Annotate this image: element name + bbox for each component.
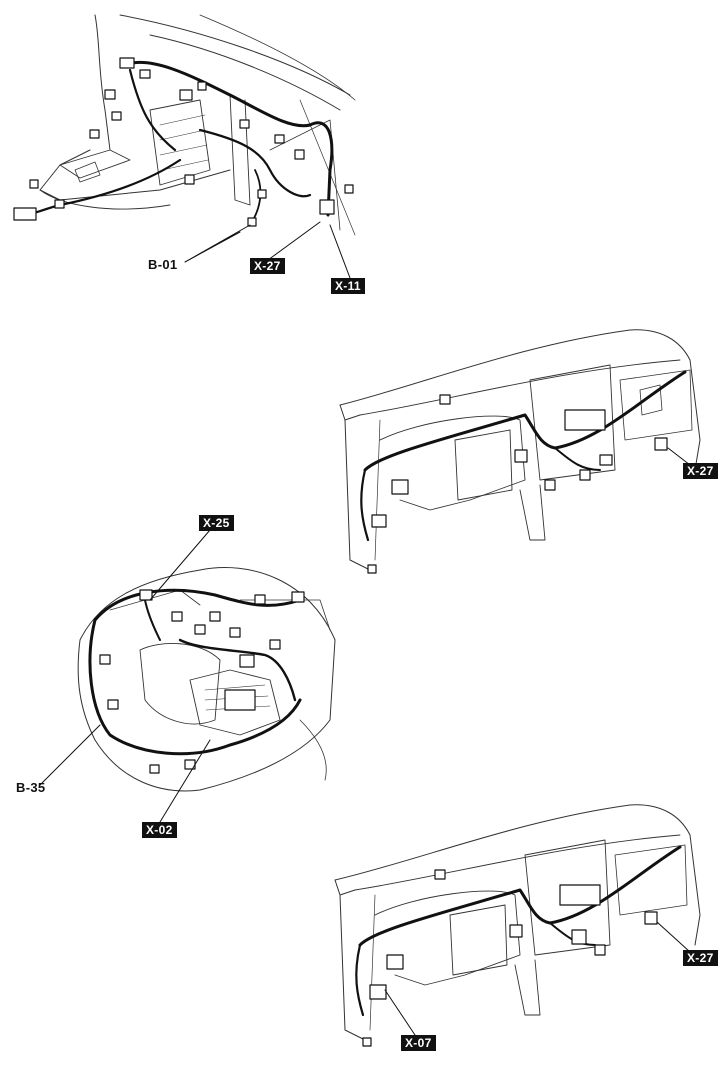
callout-x-02: X-02 [142, 822, 177, 838]
figure-dashboard-harness-2 [334, 804, 701, 1047]
callout-b-35: B-35 [16, 780, 46, 795]
figure-dashboard-harness-1 [339, 329, 701, 574]
callout-x-07: X-07 [401, 1035, 436, 1051]
callout-x-27-bottom: X-27 [683, 950, 718, 966]
callout-b-01: B-01 [148, 257, 178, 272]
callout-x-11: X-11 [331, 278, 365, 294]
callout-x-27-top: X-27 [250, 258, 285, 274]
figure-engine-harness [39, 529, 336, 823]
callout-x-25: X-25 [199, 515, 234, 531]
figure-cabin-harness [13, 14, 356, 279]
callout-x-27-middle: X-27 [683, 463, 718, 479]
